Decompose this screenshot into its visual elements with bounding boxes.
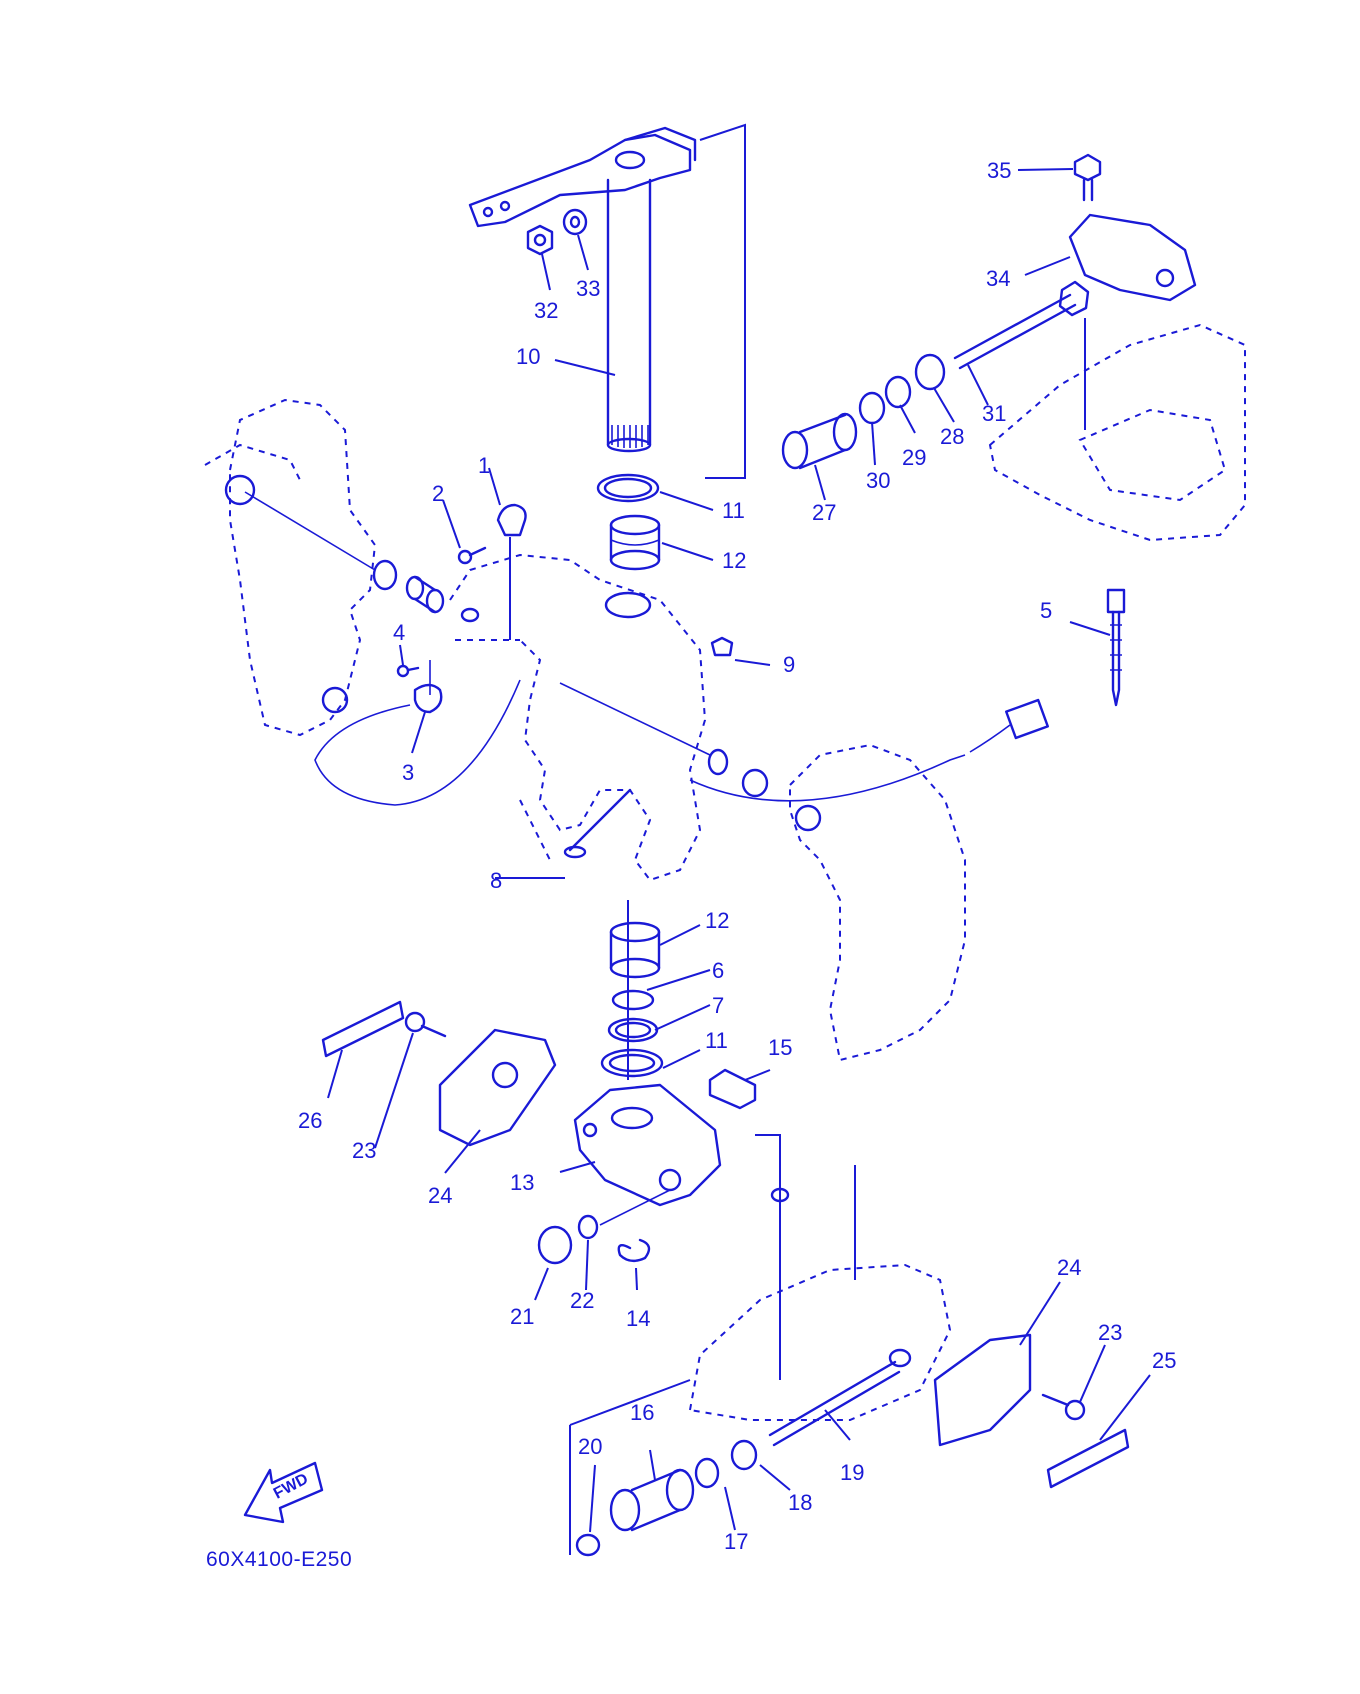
callout-21: 21: [510, 1304, 535, 1329]
bolt-23-left: [404, 1011, 447, 1038]
callout-23-right: 23: [1098, 1320, 1123, 1345]
clamp-bracket-left: [204, 398, 377, 737]
washer-11-upper: [596, 473, 660, 503]
washer-29: [884, 375, 912, 409]
washer-left-pivot: [372, 559, 398, 591]
bolt-8: [563, 788, 632, 859]
nut-20: [575, 1533, 601, 1557]
washer-11-lower: [600, 1048, 664, 1078]
steering-shaft: [606, 178, 652, 453]
callout-8: 8: [490, 868, 503, 893]
mount-rubber-16: [609, 1468, 695, 1532]
callout-17: 17: [724, 1529, 749, 1554]
connector: [1005, 698, 1049, 740]
callout-2: 2: [432, 481, 445, 506]
washer-30: [858, 391, 886, 425]
screw-4: [396, 664, 420, 678]
callout-32: 32: [534, 298, 559, 323]
nut-21: [537, 1225, 573, 1265]
callout-1: 1: [478, 453, 491, 478]
callout-19: 19: [840, 1460, 865, 1485]
callout-26: 26: [298, 1108, 323, 1133]
callout-4: 4: [393, 620, 406, 645]
bushing-left-pivot: [405, 575, 445, 614]
cover-24-left: [438, 1028, 557, 1147]
engine-plate: [988, 323, 1246, 542]
callout-16: 16: [630, 1400, 655, 1425]
leader-lines: [327, 168, 1151, 1533]
steering-arm: [468, 126, 697, 228]
clip-1: [496, 503, 527, 537]
callout-24-right: 24: [1057, 1255, 1082, 1280]
mount-rubber-27: [781, 412, 858, 470]
bolt-23-right: [1041, 1393, 1086, 1421]
drawing-code: 60X4100-E250: [206, 1548, 353, 1571]
callout-34: 34: [986, 266, 1011, 291]
callout-3: 3: [402, 760, 415, 785]
lower-case-right: [688, 1134, 952, 1421]
washer-18: [730, 1439, 758, 1471]
strap-5: [1106, 588, 1126, 707]
washer-22: [577, 1214, 599, 1240]
callout-15: 15: [768, 1035, 793, 1060]
grease-nipple-9: [710, 636, 734, 657]
callout-29: 29: [902, 445, 927, 470]
callout-9: 9: [783, 652, 796, 677]
callout-20: 20: [578, 1434, 603, 1459]
callout-11-upper: 11: [722, 498, 745, 523]
callout-23-left: 23: [352, 1138, 377, 1163]
o-ring-6: [611, 989, 655, 1011]
callout-27: 27: [812, 500, 837, 525]
nut-32: [526, 224, 554, 256]
bolt-31: [953, 280, 1090, 370]
callout-33: 33: [576, 276, 601, 301]
wire-clamp-3: [413, 683, 443, 714]
label-26: [321, 1000, 405, 1058]
callout-12-lower: 12: [705, 908, 730, 933]
label-25: [1046, 1428, 1130, 1489]
swivel-bracket: [449, 553, 707, 882]
callout-14: 14: [626, 1306, 651, 1331]
callout-28: 28: [940, 424, 965, 449]
callout-10: 10: [516, 344, 541, 369]
callout-35: 35: [987, 158, 1012, 183]
bolt-19: [768, 1348, 912, 1447]
callout-5: 5: [1040, 598, 1053, 623]
clamp-bracket-right: [789, 743, 966, 1062]
callout-24-left: 24: [428, 1183, 453, 1208]
stopper-15: [708, 1068, 757, 1110]
callout-7: 7: [712, 993, 725, 1018]
cover-24-right: [933, 1333, 1032, 1447]
fwd-arrow-icon: [243, 1461, 324, 1524]
washer-7: [607, 1017, 659, 1043]
callout-11-lower: 11: [705, 1028, 728, 1053]
washer-28: [914, 353, 946, 391]
screw-2: [457, 546, 487, 565]
mount-housing-13: [573, 1083, 722, 1207]
callout-22: 22: [570, 1288, 595, 1313]
bolt-35: [1073, 153, 1102, 202]
callout-25: 25: [1152, 1348, 1177, 1373]
bracket-34: [1068, 213, 1197, 302]
washer-33: [562, 208, 588, 236]
bushing-12-lower: [609, 921, 661, 979]
callout-31: 31: [982, 401, 1007, 426]
washer-17: [694, 1457, 720, 1489]
callout-12-upper: 12: [722, 548, 747, 573]
bushing-12-upper: [609, 514, 661, 571]
circlip-14: [617, 1238, 651, 1263]
callout-18: 18: [788, 1490, 813, 1515]
callout-30: 30: [866, 468, 891, 493]
callout-13: 13: [510, 1170, 535, 1195]
pivot-bushing-right: [707, 748, 769, 798]
callout-6: 6: [712, 958, 725, 983]
